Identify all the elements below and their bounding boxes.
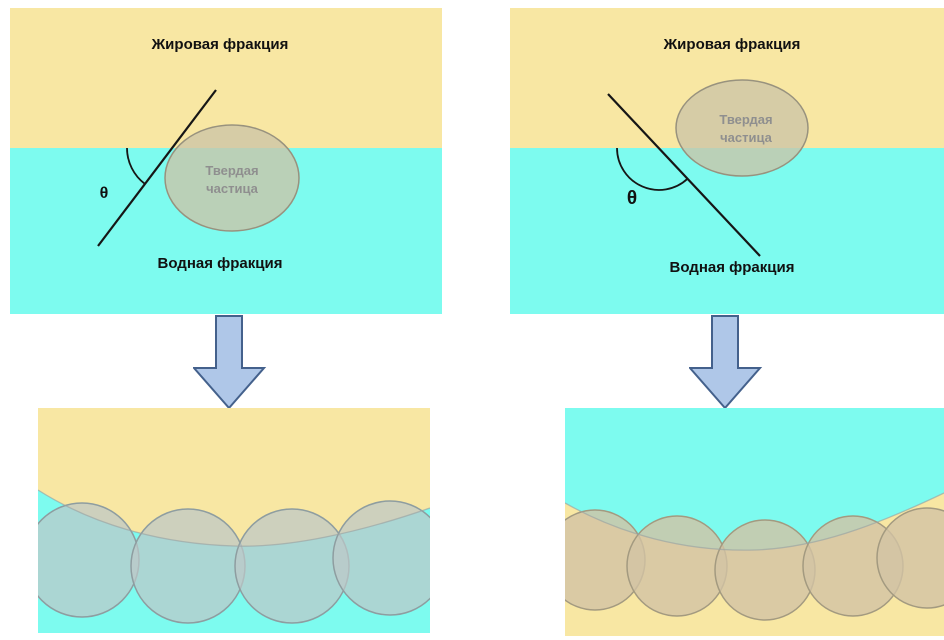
particle-monolayer xyxy=(38,500,430,624)
particle-monolayer xyxy=(565,507,944,621)
water-phase-region xyxy=(510,148,944,314)
water-phase-region xyxy=(565,408,944,551)
panel-top-right-contact-angle-large: Жировая фракция Твердая частица θ Водная… xyxy=(510,8,944,314)
panel-bottom-right-wo-emulsion xyxy=(565,408,944,636)
particle-label-line1-text: Твердая xyxy=(205,163,258,178)
tangent-line xyxy=(607,93,761,257)
down-arrow-left-icon xyxy=(193,315,267,410)
fat-phase-label: Жировая фракция xyxy=(151,36,289,53)
down-arrow-right-icon xyxy=(689,315,763,410)
down-arrow-shape xyxy=(193,315,267,410)
theta-label: θ xyxy=(627,188,637,209)
panel-bottom-left-ow-emulsion xyxy=(38,408,430,633)
particle-circle xyxy=(626,515,728,617)
oil-water-interface-line xyxy=(38,489,430,547)
water-phase-label: Водная фракция xyxy=(158,255,283,272)
particle-circle xyxy=(876,507,944,609)
solid-particle-ellipse xyxy=(675,79,809,177)
particle-label-line2-text: частица xyxy=(720,130,773,145)
panel-top-left-contact-angle-small: Жировая фракция Твердая частица θ Водная… xyxy=(10,8,442,314)
contact-angle-arc xyxy=(616,147,689,191)
particle-label-line2-text: частица xyxy=(206,181,259,196)
particle-circle xyxy=(714,519,816,621)
theta-label: θ xyxy=(100,185,109,202)
particle-label-line1-text: Твердая xyxy=(719,112,772,127)
fat-phase-region xyxy=(38,408,430,547)
particle-circle xyxy=(130,508,246,624)
fat-phase-label: Жировая фракция xyxy=(663,36,801,53)
down-arrow-shape xyxy=(689,315,763,410)
water-phase-label: Водная фракция xyxy=(670,259,795,276)
contact-angle-arc xyxy=(126,147,146,185)
solid-particle-ellipse xyxy=(164,124,300,232)
oil-water-interface-line xyxy=(565,492,944,551)
particle-circle xyxy=(234,508,350,624)
tangent-line xyxy=(97,89,217,247)
